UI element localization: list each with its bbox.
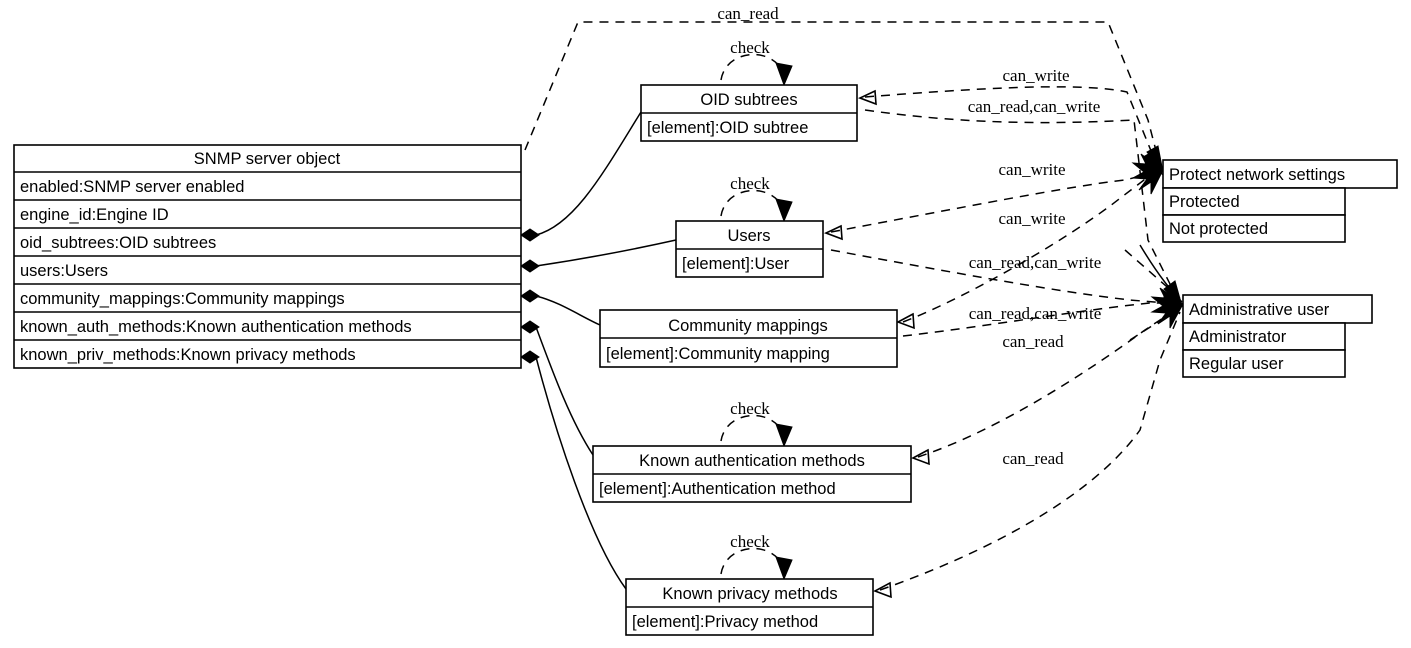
dependency-edge-users-can-read-can-write: [830, 249, 1179, 305]
edge-label-auth-can-read: can_read: [1002, 449, 1064, 468]
dependency-edge-community-can-write: [902, 172, 1158, 323]
class-box-known-auth-methods[interactable]: Known authentication methods [element]:A…: [592, 445, 912, 503]
edge-label-group: can_read check check check check can_wri…: [717, 4, 1101, 551]
check-edge-known-auth-methods: [720, 414, 785, 442]
edge-group-compositions: [520, 111, 677, 590]
class-box-community-mappings[interactable]: Community mappings [element]:Community m…: [599, 309, 898, 368]
class-title-protect-network-settings: Protect network settings: [1169, 166, 1345, 184]
class-title-users: Users: [727, 227, 770, 245]
edge-label-top-can-read: can_read: [717, 4, 779, 23]
dependency-edge-extra-admin-2: [1124, 249, 1183, 301]
class-attr-engine-id: engine_id:Engine ID: [20, 206, 169, 224]
class-attr-oid-subtree-element: [element]:OID subtree: [647, 119, 808, 137]
composition-diamond-oid: [520, 228, 540, 242]
class-attr-auth-method-element: [element]:Authentication method: [599, 480, 836, 498]
edge-label-community-can-read: can_read: [1002, 332, 1064, 351]
arrowhead-cluster-protect: [1131, 153, 1164, 195]
edge-label-check-priv: check: [730, 532, 770, 551]
class-attr-oid-subtrees: oid_subtrees:OID subtrees: [20, 234, 216, 252]
class-attr-regular-user: Regular user: [1189, 355, 1284, 373]
dependency-edge-oid-can-write: [864, 86, 1159, 169]
class-attr-user-element: [element]:User: [682, 255, 790, 273]
class-attr-community-mapping-element: [element]:Community mapping: [606, 345, 830, 363]
composition-diamond-community: [520, 289, 540, 303]
dependency-edge-priv-can-read: [879, 311, 1181, 591]
check-edge-users: [720, 189, 785, 217]
check-edge-oid-subtrees: [720, 53, 785, 81]
class-title-oid-subtrees: OID subtrees: [700, 91, 797, 109]
edge-label-community-can-read-can-write: can_read,can_write: [969, 304, 1102, 323]
class-box-known-priv-methods[interactable]: Known privacy methods [element]:Privacy …: [625, 578, 874, 636]
open-arrowhead-priv-can-read: [873, 581, 892, 599]
class-attr-community-mappings: community_mappings:Community mappings: [20, 290, 345, 308]
composition-edge-users: [535, 239, 677, 267]
edge-group-dependencies: [524, 21, 1186, 599]
class-attr-enabled: enabled:SNMP server enabled: [20, 178, 244, 196]
edge-group-self-checks: [720, 53, 793, 581]
dependency-edge-auth-can-read: [917, 307, 1179, 458]
class-attr-known-priv-methods: known_priv_methods:Known privacy methods: [20, 346, 356, 364]
dependency-edge-users-can-write: [830, 171, 1158, 233]
arrowhead-cluster-admin: [1150, 287, 1184, 329]
dependency-edge-oid-can-read-can-write: [864, 109, 1179, 301]
class-title-community-mappings: Community mappings: [668, 317, 828, 335]
class-title-snmp-server-object: SNMP server object: [194, 150, 341, 168]
class-box-users[interactable]: Users [element]:User: [675, 220, 824, 278]
check-arrowhead-auth: [775, 423, 793, 448]
edge-label-oid-can-write: can_write: [1002, 66, 1069, 85]
composition-edge-oid-subtrees: [535, 111, 642, 236]
open-arrowhead-users-can-write: [823, 224, 843, 241]
open-arrowhead-auth-can-read: [911, 448, 930, 466]
class-box-administrative-user[interactable]: Administrative user Administrator Regula…: [1182, 294, 1373, 378]
class-attr-administrator: Administrator: [1189, 328, 1287, 346]
class-title-known-priv-methods: Known privacy methods: [662, 585, 837, 603]
class-attr-protected: Protected: [1169, 193, 1240, 211]
edge-label-oid-can-read-can-write: can_read,can_write: [968, 97, 1101, 116]
class-box-protect-network-settings[interactable]: Protect network settings Protected Not p…: [1162, 159, 1398, 243]
open-arrowhead-community-can-write: [896, 312, 915, 330]
check-arrowhead-users: [775, 198, 793, 223]
class-title-known-auth-methods: Known authentication methods: [639, 452, 865, 470]
class-attr-known-auth-methods: known_auth_methods:Known authentication …: [20, 318, 412, 336]
edge-label-check-oid: check: [730, 38, 770, 57]
composition-edge-known-auth-methods: [535, 326, 594, 456]
composition-edge-community-mappings: [535, 295, 601, 326]
class-title-administrative-user: Administrative user: [1189, 301, 1330, 319]
edge-label-users-can-write: can_write: [998, 160, 1065, 179]
edge-label-users-can-read-can-write: can_read,can_write: [969, 253, 1102, 272]
check-arrowhead-oid: [775, 62, 793, 87]
class-box-oid-subtrees[interactable]: OID subtrees [element]:OID subtree: [640, 84, 858, 142]
dependency-edge-top-can-read: [524, 21, 1161, 167]
check-arrowhead-priv: [775, 556, 793, 581]
open-arrowhead-oid-can-write: [857, 89, 877, 106]
composition-edge-known-priv-methods: [535, 356, 627, 590]
class-attr-not-protected: Not protected: [1169, 220, 1268, 238]
composition-diamond-auth: [520, 320, 540, 334]
edge-label-users-can-write-2: can_write: [998, 209, 1065, 228]
check-edge-known-priv-methods: [720, 547, 785, 575]
dependency-edge-community-can-read-can-write: [902, 302, 1178, 337]
dependency-edge-extra-admin-3: [1139, 244, 1183, 303]
edge-label-check-users: check: [730, 174, 770, 193]
class-attr-privacy-method-element: [element]:Privacy method: [632, 613, 818, 631]
class-box-snmp-server-object[interactable]: SNMP server object enabled:SNMP server e…: [13, 144, 522, 369]
class-attr-users: users:Users: [20, 262, 108, 280]
edge-label-check-auth: check: [730, 399, 770, 418]
composition-diamond-users: [520, 259, 540, 273]
composition-diamond-priv: [520, 350, 540, 364]
